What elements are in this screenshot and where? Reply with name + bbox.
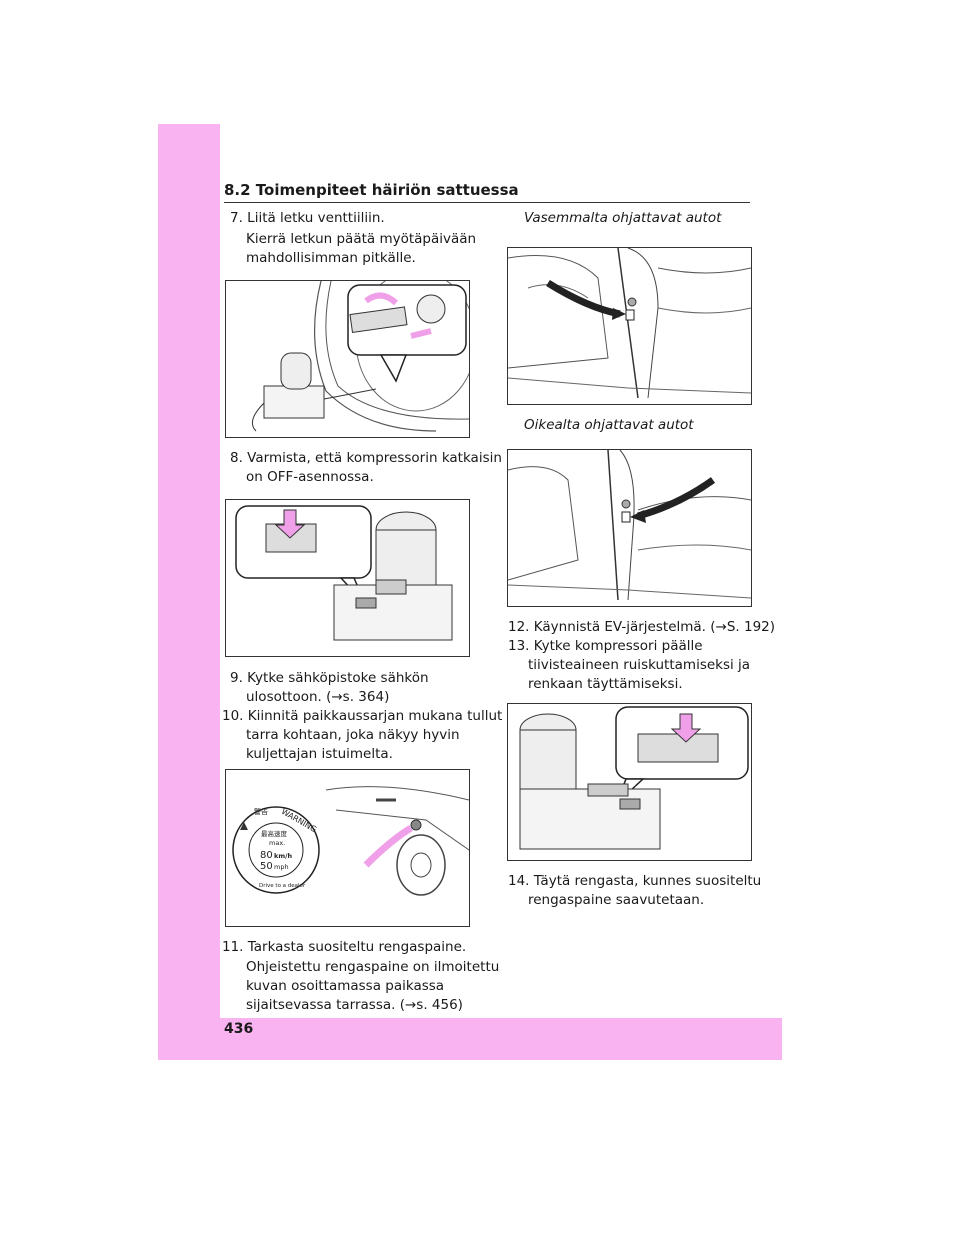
chapter-side-bar [158, 124, 220, 1060]
figure-sticker-location: 警告 WARNING 最高速度 max. 80 km/h 50 mph Driv… [225, 769, 470, 927]
page-number-band [220, 1018, 782, 1060]
step-12-line-1: 12. Käynnistä EV-järjestelmä. (→S. 192) [508, 619, 776, 635]
step-13-line-3: renkaan täyttämiseksi. [528, 676, 683, 692]
step-11-title: 11. Tarkasta suositeltu rengaspaine. [222, 939, 467, 955]
sticker-kmh-unit: km/h [274, 852, 292, 860]
step-8-line-1: 8. Varmista, että kompressorin katkaisin [230, 450, 502, 466]
step-9-line-2: ulosottoon. (→s. 364) [246, 689, 390, 705]
step-7-title: 7. Liitä letku venttiiliin. [230, 210, 385, 226]
sticker-mph-unit: mph [274, 863, 289, 871]
sticker-kanji-top: 警告 [254, 807, 268, 816]
step-13-line-1: 13. Kytke kompressori päälle [508, 638, 703, 654]
figure-left-hand-drive [507, 247, 752, 405]
step-10-line-3: kuljettajan istuimelta. [246, 746, 393, 762]
step-7-body-1: Kierrä letkun päätä myötäpäivään [246, 231, 477, 247]
step-11-body-1: Ohjeistettu rengaspaine on ilmoitettu [246, 959, 500, 975]
figure-compressor-switch-off [225, 499, 470, 657]
sticker-mph-value: 50 [260, 861, 273, 872]
step-10-line-1: 10. Kiinnitä paikkaussarjan mukana tullu… [222, 708, 503, 724]
step-11-body-2: kuvan osoittamassa paikassa [246, 978, 445, 994]
left-hand-drive-illustration [508, 248, 751, 399]
step-10-line-2: tarra kohtaan, joka näkyy hyvin [246, 727, 460, 743]
figure-compressor-switch-on [507, 703, 752, 861]
sticker-kmh-value: 80 [260, 850, 273, 861]
step-13-line-2: tiivisteaineen ruiskuttamiseksi ja [528, 657, 751, 673]
sticker-max: max. [269, 839, 285, 847]
step-14-line-1: 14. Täytä rengasta, kunnes suositeltu [508, 873, 762, 889]
right-hand-drive-illustration [508, 450, 751, 601]
step-9-line-1: 9. Kytke sähköpistoke sähkön [230, 670, 429, 686]
sticker-kanji-speed: 最高速度 [261, 829, 288, 838]
step-11-body-3: sijaitsevassa tarrassa. (→s. 456) [246, 997, 463, 1013]
page-number: 436 [224, 1021, 254, 1037]
step-8-line-2: on OFF-asennossa. [246, 469, 374, 485]
hose-valve-illustration [251, 281, 469, 432]
compressor-switch-on-illustration [519, 706, 749, 850]
sticker-drive-text: Drive to a dealer [259, 883, 306, 889]
step-7-body-2: mahdollisimman pitkälle. [246, 250, 416, 266]
step-14-line-2: rengaspaine saavutetaan. [528, 892, 705, 908]
sticker-location-illustration: 警告 WARNING 最高速度 max. 80 km/h 50 mph Driv… [232, 786, 469, 896]
figure-right-hand-drive [507, 449, 752, 607]
figure-hose-valve [225, 280, 470, 438]
caption-right-hand-drive: Oikealta ohjattavat autot [524, 417, 694, 433]
caption-left-hand-drive: Vasemmalta ohjattavat autot [524, 210, 722, 226]
section-title: 8.2 Toimenpiteet häiriön sattuessa [224, 181, 750, 203]
compressor-switch-illustration [235, 505, 453, 641]
